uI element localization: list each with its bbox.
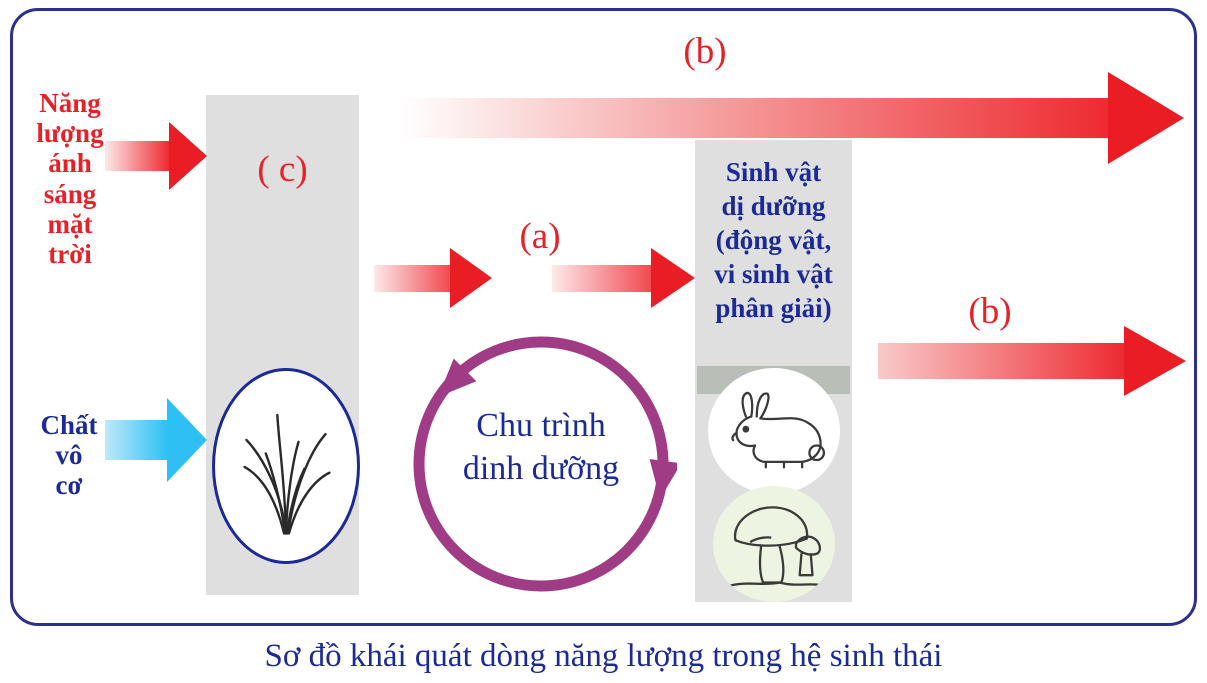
nutrient-cycle-label: Chu trình dinh dưỡng — [462, 407, 620, 487]
right-arrow-icon — [374, 248, 492, 308]
inorganic-input-arrow — [105, 398, 207, 487]
right-arrow-icon — [878, 326, 1186, 396]
diagram-border — [10, 8, 1197, 626]
right-energy-loss-arrow — [878, 326, 1186, 401]
label-b-right: (b) — [968, 291, 1012, 332]
nutrient-cycle-circle — [405, 328, 682, 605]
rabbit-icon — [731, 391, 826, 469]
grass-icon — [243, 413, 331, 535]
right-arrow-icon — [402, 72, 1184, 164]
producer-ellipse — [212, 368, 360, 564]
cycle-arrow-icon — [413, 336, 682, 592]
label-c-producer: ( c) — [257, 149, 308, 190]
animal-image — [708, 368, 840, 494]
transfer-arrow-2 — [552, 248, 695, 313]
decomposer-image — [713, 486, 835, 602]
label-b-top: (b) — [683, 31, 727, 72]
mushroom-icon — [727, 506, 822, 588]
top-energy-loss-arrow — [402, 70, 1184, 171]
solar-energy-label: Năng lượng ánh sáng mặt trời — [36, 88, 104, 270]
diagram-caption: Sơ đồ khái quát dòng năng lượng trong hệ… — [264, 638, 943, 674]
inorganic-matter-label: Chất vô cơ — [40, 410, 98, 501]
solar-input-arrow — [105, 122, 207, 195]
transfer-arrow-1 — [374, 248, 492, 313]
heterotroph-label: Sinh vật dị dưỡng (động vật, vi sinh vật… — [714, 157, 833, 324]
right-arrow-icon — [105, 122, 207, 190]
label-a-transfer: (a) — [519, 216, 561, 257]
right-arrow-icon — [105, 398, 207, 482]
right-arrow-icon — [552, 248, 695, 308]
